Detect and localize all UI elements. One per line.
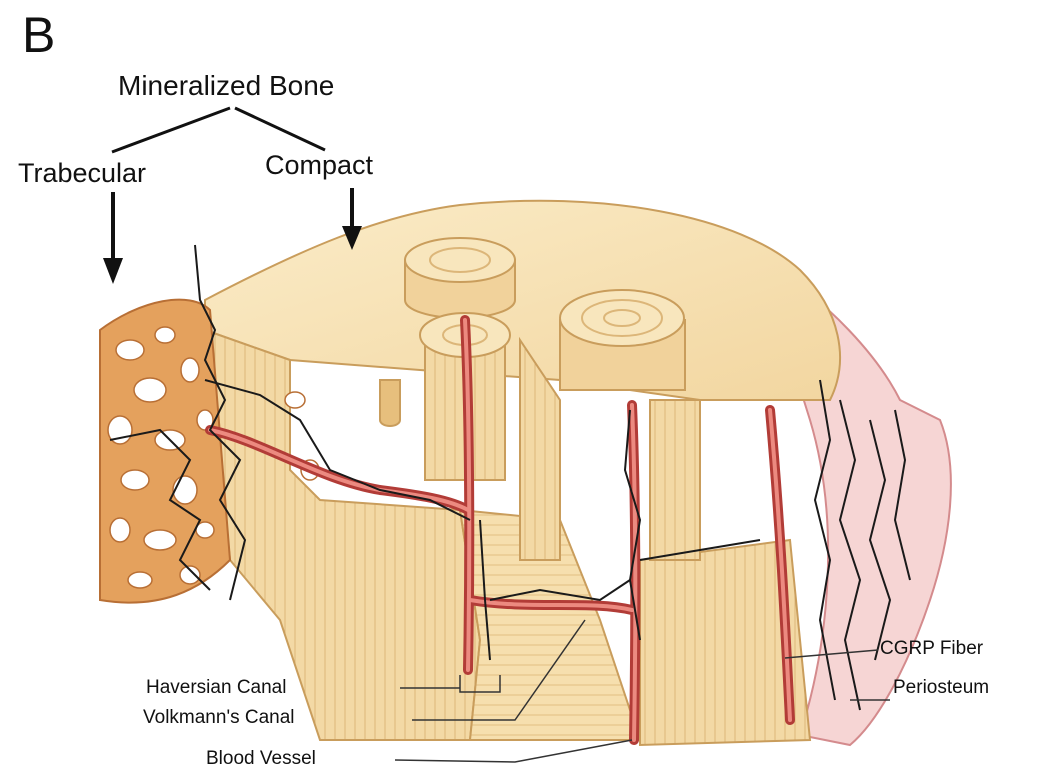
figure-title: Mineralized Bone <box>118 70 334 102</box>
cgrp-fiber-label: CGRP Fiber <box>880 638 983 660</box>
trabecular-label: Trabecular <box>18 158 146 189</box>
compact-label: Compact <box>265 150 373 181</box>
haversian-canal-label: Haversian Canal <box>146 677 286 699</box>
trabecular-arrow <box>103 192 123 284</box>
panel-letter: B <box>22 6 55 64</box>
hierarchy-connectors <box>112 108 325 152</box>
periosteum-label: Periosteum <box>893 677 989 699</box>
volkmanns-canal-label: Volkmann's Canal <box>143 707 295 729</box>
blood-vessel-label: Blood Vessel <box>206 748 316 770</box>
